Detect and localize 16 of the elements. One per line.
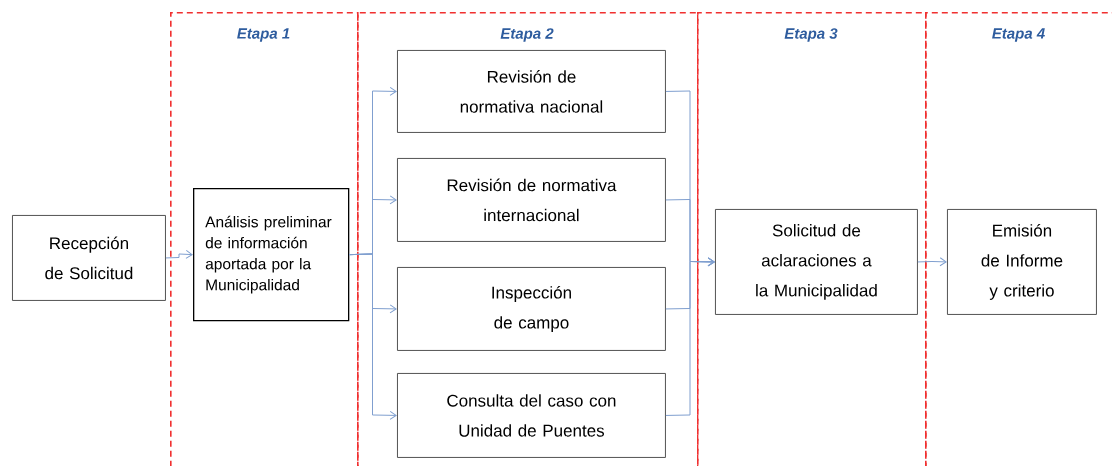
arrow (665, 257, 715, 416)
process-box: Revisión de normativa internacional (397, 158, 666, 242)
arrow (165, 249, 193, 259)
arrow (917, 257, 947, 267)
process-box: Consulta del caso con Unidad de Puentes (397, 373, 666, 458)
process-box: Recepción de Solicitud (12, 215, 166, 301)
process-box: Inspección de campo (397, 267, 666, 351)
process-box: Solicitud de aclaraciones a la Municipalidad (715, 209, 918, 315)
process-box: Análisis preliminar de información aportada por la Municipalidad (193, 188, 350, 322)
stage-heading: Etapa 1 (237, 28, 290, 42)
stage-heading: Etapa 2 (500, 28, 554, 42)
stage-heading: Etapa 3 (784, 28, 838, 42)
process-box: Emisión de Informe y criterio (947, 209, 1097, 315)
process-box: Revisión de normativa nacional (397, 50, 666, 133)
arrow (348, 253, 397, 420)
stage-heading: Etapa 4 (992, 28, 1045, 42)
